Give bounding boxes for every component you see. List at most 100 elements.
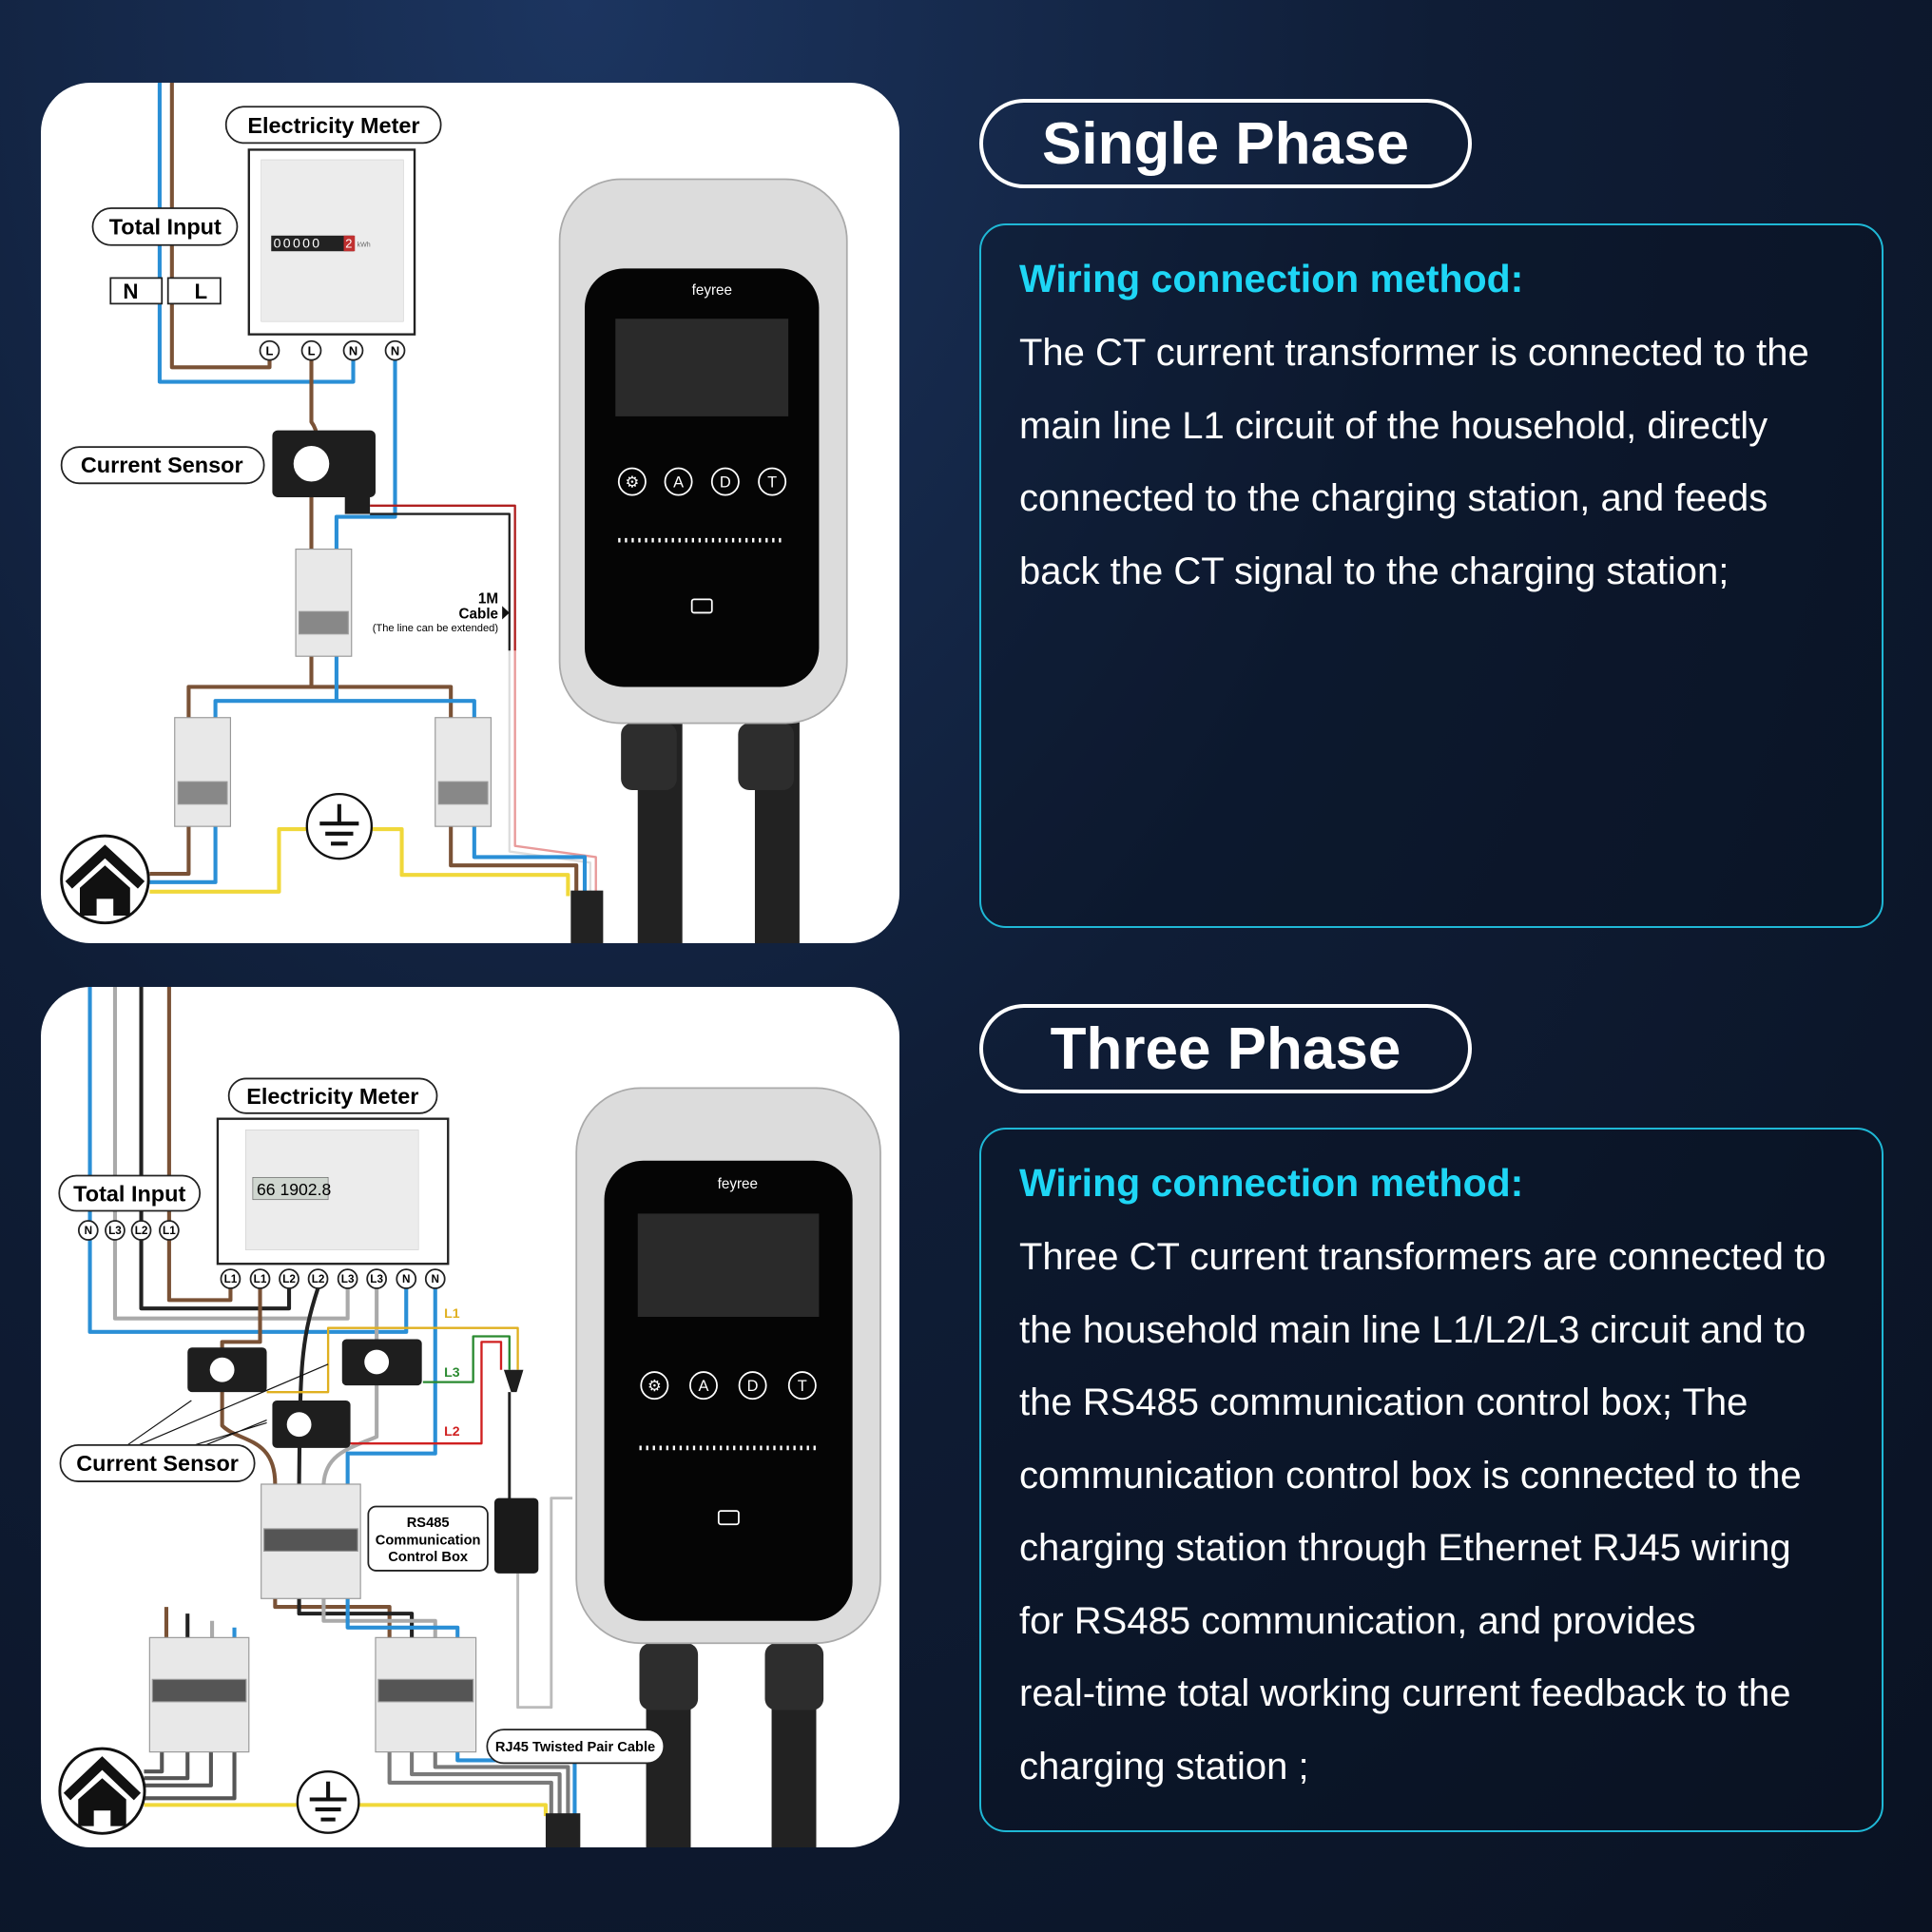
svg-text:Electricity Meter: Electricity Meter bbox=[246, 1084, 418, 1109]
svg-text:2: 2 bbox=[345, 237, 352, 251]
svg-text:L2: L2 bbox=[135, 1225, 148, 1237]
description-line: the household main line L1/L2/L3 circuit… bbox=[1019, 1308, 1806, 1351]
svg-text:A: A bbox=[698, 1378, 708, 1395]
svg-text:D: D bbox=[747, 1378, 759, 1395]
input-terminal-labels: N L bbox=[109, 277, 222, 305]
svg-text:Communication: Communication bbox=[376, 1533, 481, 1548]
three-phase-diagram-svg: Electricity Meter 66 1902.8 Total Input … bbox=[58, 987, 881, 1847]
svg-text:N: N bbox=[432, 1273, 439, 1285]
svg-text:D: D bbox=[720, 473, 731, 491]
total-input-label: Total Input bbox=[91, 207, 239, 246]
svg-text:L1: L1 bbox=[444, 1305, 460, 1321]
svg-text:L2: L2 bbox=[312, 1273, 325, 1285]
svg-text:RS485: RS485 bbox=[407, 1516, 450, 1531]
description-line: communication control box is connected t… bbox=[1019, 1454, 1802, 1497]
svg-text:T: T bbox=[767, 473, 777, 491]
single-phase-title: Single Phase bbox=[979, 99, 1472, 188]
cable-length-note: 1M Cable (The line can be extended) bbox=[373, 590, 510, 634]
description-line: charging station ; bbox=[1019, 1745, 1309, 1787]
input-terminals: N L3 L2 L1 bbox=[77, 1220, 180, 1241]
total-input-label: Total Input bbox=[58, 1174, 202, 1212]
svg-text:⚙: ⚙ bbox=[626, 473, 640, 491]
single-phase-description: Wiring connection method: The CT current… bbox=[979, 223, 1884, 928]
current-sensor-label: Current Sensor bbox=[59, 1444, 256, 1482]
current-sensors bbox=[187, 1339, 524, 1448]
single-phase-wiring-diagram: Electricity Meter 00000 2 kWh Total Inpu… bbox=[41, 83, 899, 943]
svg-text:Electricity Meter: Electricity Meter bbox=[247, 113, 419, 138]
svg-text:feyree: feyree bbox=[692, 282, 732, 299]
electricity-meter-label: Electricity Meter bbox=[227, 1077, 438, 1114]
svg-text:L3: L3 bbox=[341, 1273, 355, 1285]
svg-text:T: T bbox=[798, 1378, 807, 1395]
ev-charger: feyree ⚙ A D T bbox=[575, 1087, 881, 1847]
electricity-meter-label: Electricity Meter bbox=[224, 106, 442, 145]
svg-text:N: N bbox=[349, 343, 357, 357]
wire-ct-ext bbox=[513, 650, 597, 897]
description-line: real-time total working current feedback… bbox=[1019, 1672, 1791, 1714]
breakers bbox=[148, 1483, 477, 1753]
meter-terminals: L1 L1 L2 L2 L3 L3 N N bbox=[220, 1268, 446, 1289]
electricity-meter: 66 1902.8 bbox=[216, 1117, 450, 1265]
description-line: Three CT current transformers are connec… bbox=[1019, 1236, 1826, 1278]
current-sensor bbox=[272, 430, 376, 514]
svg-text:L2: L2 bbox=[282, 1273, 296, 1285]
svg-text:N: N bbox=[85, 1225, 92, 1237]
svg-text:L1: L1 bbox=[254, 1273, 267, 1285]
single-phase-heading: Wiring connection method: bbox=[1019, 257, 1524, 300]
ct-labels: L1 L3 L2 bbox=[444, 1305, 460, 1439]
three-phase-title: Three Phase bbox=[979, 1004, 1472, 1093]
svg-text:N: N bbox=[391, 343, 399, 357]
svg-text:Total Input: Total Input bbox=[109, 215, 222, 240]
svg-text:RJ45 Twisted Pair Cable: RJ45 Twisted Pair Cable bbox=[495, 1740, 655, 1755]
svg-text:L3: L3 bbox=[444, 1364, 460, 1380]
description-line: the RS485 communication control box; The bbox=[1019, 1381, 1748, 1423]
rs485-control-box: RS485 Communication Control Box bbox=[367, 1497, 539, 1574]
svg-text:N: N bbox=[123, 280, 138, 303]
svg-text:L: L bbox=[195, 280, 208, 303]
svg-text:(The line can be extended): (The line can be extended) bbox=[373, 623, 499, 634]
ground-icon bbox=[305, 792, 374, 860]
single-phase-diagram-svg: Electricity Meter 00000 2 kWh Total Inpu… bbox=[60, 83, 848, 943]
description-line: for RS485 communication, and provides bbox=[1019, 1599, 1696, 1642]
svg-text:1M: 1M bbox=[478, 590, 498, 607]
breakers bbox=[174, 548, 493, 827]
svg-text:L1: L1 bbox=[163, 1225, 176, 1237]
svg-text:A: A bbox=[673, 473, 684, 491]
wire-dist-n bbox=[213, 656, 476, 718]
description-line: back the CT signal to the charging stati… bbox=[1019, 550, 1729, 592]
svg-text:Total Input: Total Input bbox=[73, 1182, 185, 1207]
svg-text:L: L bbox=[308, 343, 316, 357]
svg-text:L3: L3 bbox=[370, 1273, 383, 1285]
wire-n-out bbox=[334, 359, 397, 551]
svg-text:L: L bbox=[266, 343, 274, 357]
house-icon bbox=[58, 1747, 146, 1835]
wire-dist-l bbox=[186, 656, 454, 718]
meter-terminals: L L N N bbox=[259, 339, 406, 361]
description-line: The CT current transformer is connected … bbox=[1019, 332, 1809, 374]
description-line: connected to the charging station, and f… bbox=[1019, 477, 1768, 519]
svg-text:00000: 00000 bbox=[274, 236, 322, 251]
electricity-meter: 00000 2 kWh bbox=[247, 148, 416, 336]
svg-text:feyree: feyree bbox=[718, 1176, 758, 1192]
rj45-cable-label: RJ45 Twisted Pair Cable bbox=[486, 1729, 666, 1765]
wire-ct-red bbox=[370, 504, 516, 651]
svg-text:⚙: ⚙ bbox=[647, 1378, 662, 1395]
svg-text:66 1902.8: 66 1902.8 bbox=[257, 1180, 331, 1199]
svg-text:L3: L3 bbox=[108, 1225, 122, 1237]
svg-text:Current Sensor: Current Sensor bbox=[76, 1451, 239, 1476]
wire-earth bbox=[149, 827, 570, 897]
svg-text:Control Box: Control Box bbox=[388, 1550, 469, 1565]
three-phase-wiring-diagram: Electricity Meter 66 1902.8 Total Input … bbox=[41, 987, 899, 1847]
svg-text:L1: L1 bbox=[224, 1273, 238, 1285]
description-line: main line L1 circuit of the household, d… bbox=[1019, 404, 1768, 447]
svg-text:kWh: kWh bbox=[357, 242, 371, 249]
wire-ct-black bbox=[370, 512, 511, 651]
house-icon bbox=[60, 834, 150, 925]
ev-charger: feyree ⚙ A D T bbox=[558, 178, 848, 943]
three-phase-description: Wiring connection method: Three CT curre… bbox=[979, 1128, 1884, 1832]
svg-text:L2: L2 bbox=[444, 1423, 460, 1439]
svg-text:Cable: Cable bbox=[459, 606, 499, 622]
three-phase-heading: Wiring connection method: bbox=[1019, 1161, 1524, 1205]
current-sensor-label: Current Sensor bbox=[60, 446, 265, 485]
svg-text:Current Sensor: Current Sensor bbox=[81, 453, 243, 477]
